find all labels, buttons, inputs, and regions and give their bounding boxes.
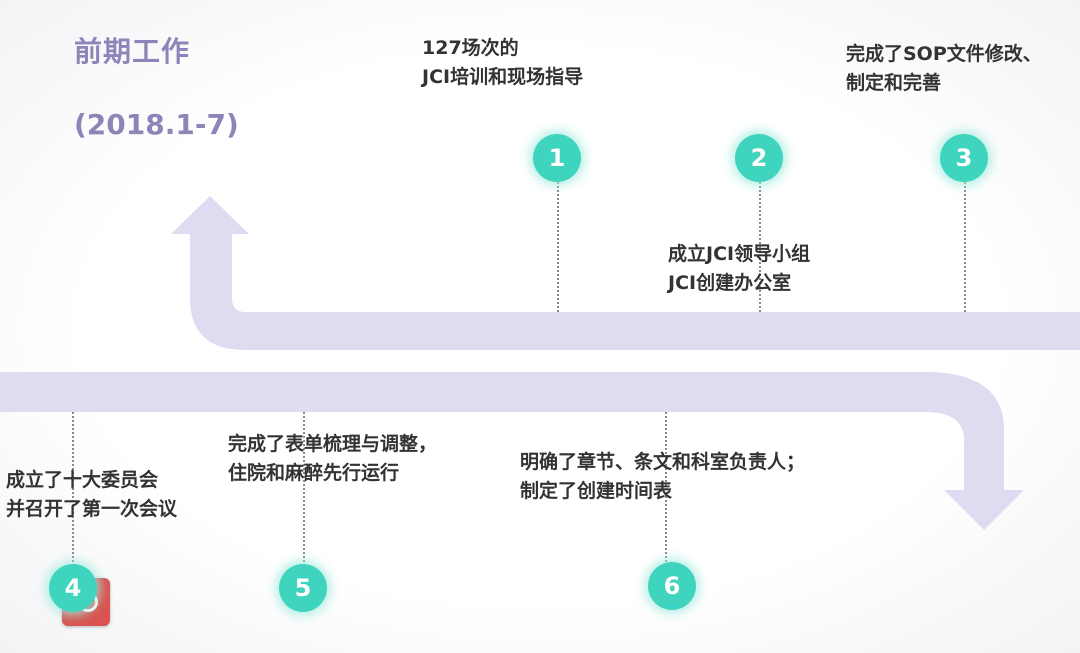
milestone-1-connector [557,182,559,312]
milestone-3-connector [964,182,966,312]
milestone-3-line-2: 制定和完善 [846,72,942,94]
milestone-6-node: 6 [648,562,696,610]
milestone-5-node: 5 [279,564,327,612]
milestone-4-line-2: 并召开了第一次会议 [6,498,178,520]
milestone-3-node: 3 [940,134,988,182]
milestone-4-label: 成立了十大委员会 并召开了第一次会议 [6,466,177,524]
milestone-1-label: 127场次的 JCI培训和现场指导 [422,34,583,92]
milestone-1-node: 1 [533,134,581,182]
milestone-1-line-1: 127场次的 [422,37,519,59]
milestone-6-line-1: 明确了章节、条文和科室负责人； [520,451,806,473]
page-subtitle: (2018.1-7) [74,108,239,141]
milestone-2-line-2: JCI创建办公室 [668,272,792,294]
milestone-1-line-2: JCI培训和现场指导 [422,66,584,88]
milestone-4-connector [72,412,74,562]
milestone-2-line-1: 成立JCI领导小组 [668,243,811,265]
milestone-2-connector [759,182,761,312]
milestone-5-line-1: 完成了表单梳理与调整， [228,433,438,455]
milestone-3-label: 完成了SOP文件修改、 制定和完善 [846,40,1042,98]
milestone-6-label: 明确了章节、条文和科室负责人； 制定了创建时间表 [520,448,805,506]
lower-arrow-band [0,372,1024,530]
milestone-5-connector [303,412,305,562]
page-title: 前期工作 [74,35,191,68]
milestone-6-line-2: 制定了创建时间表 [520,480,673,502]
milestone-4-line-1: 成立了十大委员会 [6,469,159,491]
milestone-2-label: 成立JCI领导小组 JCI创建办公室 [668,240,810,298]
milestone-6-connector [665,412,667,562]
milestone-4-node: 4 [49,564,97,612]
milestone-5-line-2: 住院和麻醉先行运行 [228,462,400,484]
milestone-3-line-1: 完成了SOP文件修改、 [846,43,1042,65]
milestone-5-label: 完成了表单梳理与调整， 住院和麻醉先行运行 [228,430,437,488]
upper-arrow-band [171,196,1080,350]
milestone-2-node: 2 [735,134,783,182]
